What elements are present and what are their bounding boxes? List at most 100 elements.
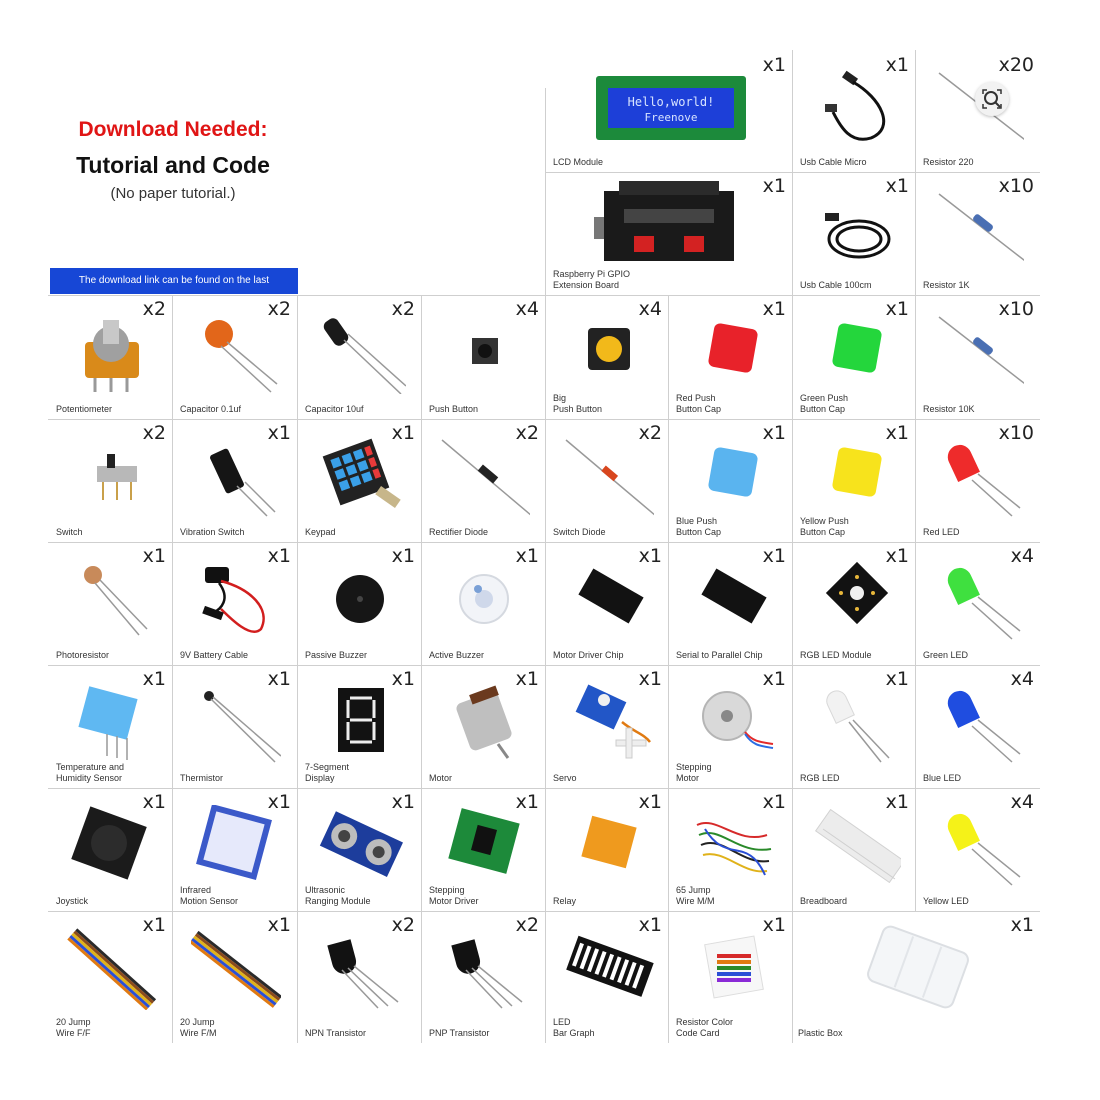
item-resistor-color-code-card[interactable]: x1 Resistor Color Code Card [669,912,792,1043]
item-led-bar-graph[interactable]: x1 LED Bar Graph [546,912,668,1043]
item-yellow-led[interactable]: x4 Yellow LED [916,789,1040,911]
item-quantity: x1 [267,545,291,567]
item-label: Resistor 1K [923,280,970,290]
item-thermistor[interactable]: x1 Thermistor [173,666,297,788]
item-motor[interactable]: x1 Motor [422,666,545,788]
led-icon [947,690,1021,763]
item-quantity: x1 [267,668,291,690]
item-rgb-led-module[interactable]: x1 RGB LED Module [793,543,915,665]
item-switch-diode[interactable]: x2 Switch Diode [546,420,668,542]
item-quantity: x1 [142,668,166,690]
item-servo[interactable]: x1 Servo [546,666,668,788]
item-label: Resistor 220 [923,157,974,167]
jump-wires-icon [696,822,772,876]
diode-icon [565,439,654,516]
item-quantity: x1 [762,298,786,320]
item-joystick[interactable]: x1 Joystick [49,789,172,911]
grid-line [172,295,173,1043]
item-20-jump-wire-ff[interactable]: x1 20 Jump Wire F/F [49,912,172,1043]
item-breadboard[interactable]: x1 Breadboard [793,789,915,911]
item-resistor-1k[interactable]: x10 Resistor 1K [916,173,1040,295]
grid-line [48,665,1040,666]
item-capacitor-10uf[interactable]: x2 Capacitor 10uf [298,296,421,419]
item-quantity: x1 [267,791,291,813]
item-temperature-humidity-sensor[interactable]: x1 Temperature and Humidity Sensor [49,666,172,788]
item-20-jump-wire-fm[interactable]: x1 20 Jump Wire F/M [173,912,297,1043]
item-passive-buzzer[interactable]: x1 Passive Buzzer [298,543,421,665]
item-label: LED Bar Graph [553,1017,595,1038]
item-vibration-switch[interactable]: x1 Vibration Switch [173,420,297,542]
item-quantity: x4 [1010,545,1034,567]
grid-line [668,295,669,1043]
grid-line [915,295,916,911]
item-quantity: x1 [391,791,415,813]
item-label: Resistor 10K [923,404,975,414]
item-quantity: x1 [885,791,909,813]
item-quantity: x2 [515,422,539,444]
item-rectifier-diode[interactable]: x2 Rectifier Diode [422,420,545,542]
item-capacitor-0-1uf[interactable]: x2 Capacitor 0.1uf [173,296,297,419]
item-label: Photoresistor [56,650,110,660]
no-paper-note: (No paper tutorial.) [110,185,236,202]
item-big-push-button[interactable]: x4 Big Push Button [546,296,668,419]
item-yellow-push-button-cap[interactable]: x1 Yellow Push Button Cap [793,420,915,542]
grid-line [297,295,298,1043]
item-quantity: x2 [515,914,539,936]
item-usb-cable-micro[interactable]: x1 Usb Cable Micro [793,52,915,172]
item-npn-transistor[interactable]: x2 NPN Transistor [298,912,421,1043]
item-label: Red Push Button Cap [676,393,722,414]
item-resistor-220[interactable]: x20 Resistor 220 [916,52,1040,172]
item-green-led[interactable]: x4 Green LED [916,543,1040,665]
item-red-push-button-cap[interactable]: x1 Red Push Button Cap [669,296,792,419]
servo-icon [575,684,651,759]
item-quantity: x4 [1010,791,1034,813]
blue-cap-icon [708,447,758,497]
item-9v-battery-cable[interactable]: x1 9V Battery Cable [173,543,297,665]
item-active-buzzer[interactable]: x1 Active Buzzer [422,543,545,665]
item-serial-to-parallel-chip[interactable]: x1 Serial to Parallel Chip [669,543,792,665]
item-label: Usb Cable Micro [800,157,867,167]
item-red-led[interactable]: x10 Red LED [916,420,1040,542]
item-potentiometer[interactable]: x2 Potentiometer [49,296,172,419]
item-label: Active Buzzer [429,650,485,660]
item-green-push-button-cap[interactable]: x1 Green Push Button Cap [793,296,915,419]
item-quantity: x1 [762,914,786,936]
item-photoresistor[interactable]: x1 Photoresistor [49,543,172,665]
item-usb-cable-100cm[interactable]: x1 Usb Cable 100cm [793,173,915,295]
item-65-jump-wire[interactable]: x1 65 Jump Wire M/M [669,789,792,911]
item-switch[interactable]: x2 Switch [49,420,172,542]
item-7-segment-display[interactable]: x1 7-Segment Display [298,666,421,788]
item-label: Breadboard [800,896,848,906]
item-label: RGB LED Module [800,650,872,660]
item-resistor-10k[interactable]: x10 Resistor 10K [916,296,1040,419]
item-lcd-module[interactable]: x1 Hello,world! Freenove LCD Module [546,52,792,172]
item-push-button[interactable]: x4 Push Button [422,296,545,419]
red-cap-icon [708,323,758,373]
zoom-icon[interactable] [975,82,1009,116]
item-label: LCD Module [553,157,604,167]
item-label: 7-Segment Display [305,762,350,783]
buzzer-icon [459,574,509,624]
grid-line [421,295,422,1043]
item-gpio-extension-board[interactable]: x1 Raspberry Pi GPIO Extension Board [546,173,792,295]
item-quantity: x1 [267,914,291,936]
item-pnp-transistor[interactable]: x2 PNP Transistor [422,912,545,1043]
item-quantity: x1 [515,791,539,813]
item-stepping-motor[interactable]: x1 Stepping Motor [669,666,792,788]
item-blue-push-button-cap[interactable]: x1 Blue Push Button Cap [669,420,792,542]
download-link-banner[interactable]: The download link can be found on the la… [50,268,298,294]
item-rgb-led[interactable]: x1 RGB LED [793,666,915,788]
item-ultrasonic-ranging-module[interactable]: x1 Ultrasonic Ranging Module [298,789,421,911]
item-motor-driver-chip[interactable]: x1 Motor Driver Chip [546,543,668,665]
download-needed-title: Download Needed: [78,118,268,141]
item-relay[interactable]: x1 Relay [546,789,668,911]
item-plastic-box[interactable]: x1 Plastic Box [793,912,1040,1043]
item-label: Switch Diode [553,527,606,537]
item-blue-led[interactable]: x4 Blue LED [916,666,1040,788]
item-infrared-motion-sensor[interactable]: x1 Infrared Motion Sensor [173,789,297,911]
item-stepping-motor-driver[interactable]: x1 Stepping Motor Driver [422,789,545,911]
item-keypad[interactable]: x1 Keypad [298,420,421,542]
item-quantity: x1 [638,791,662,813]
potentiometer-icon [85,320,139,392]
item-quantity: x1 [142,545,166,567]
